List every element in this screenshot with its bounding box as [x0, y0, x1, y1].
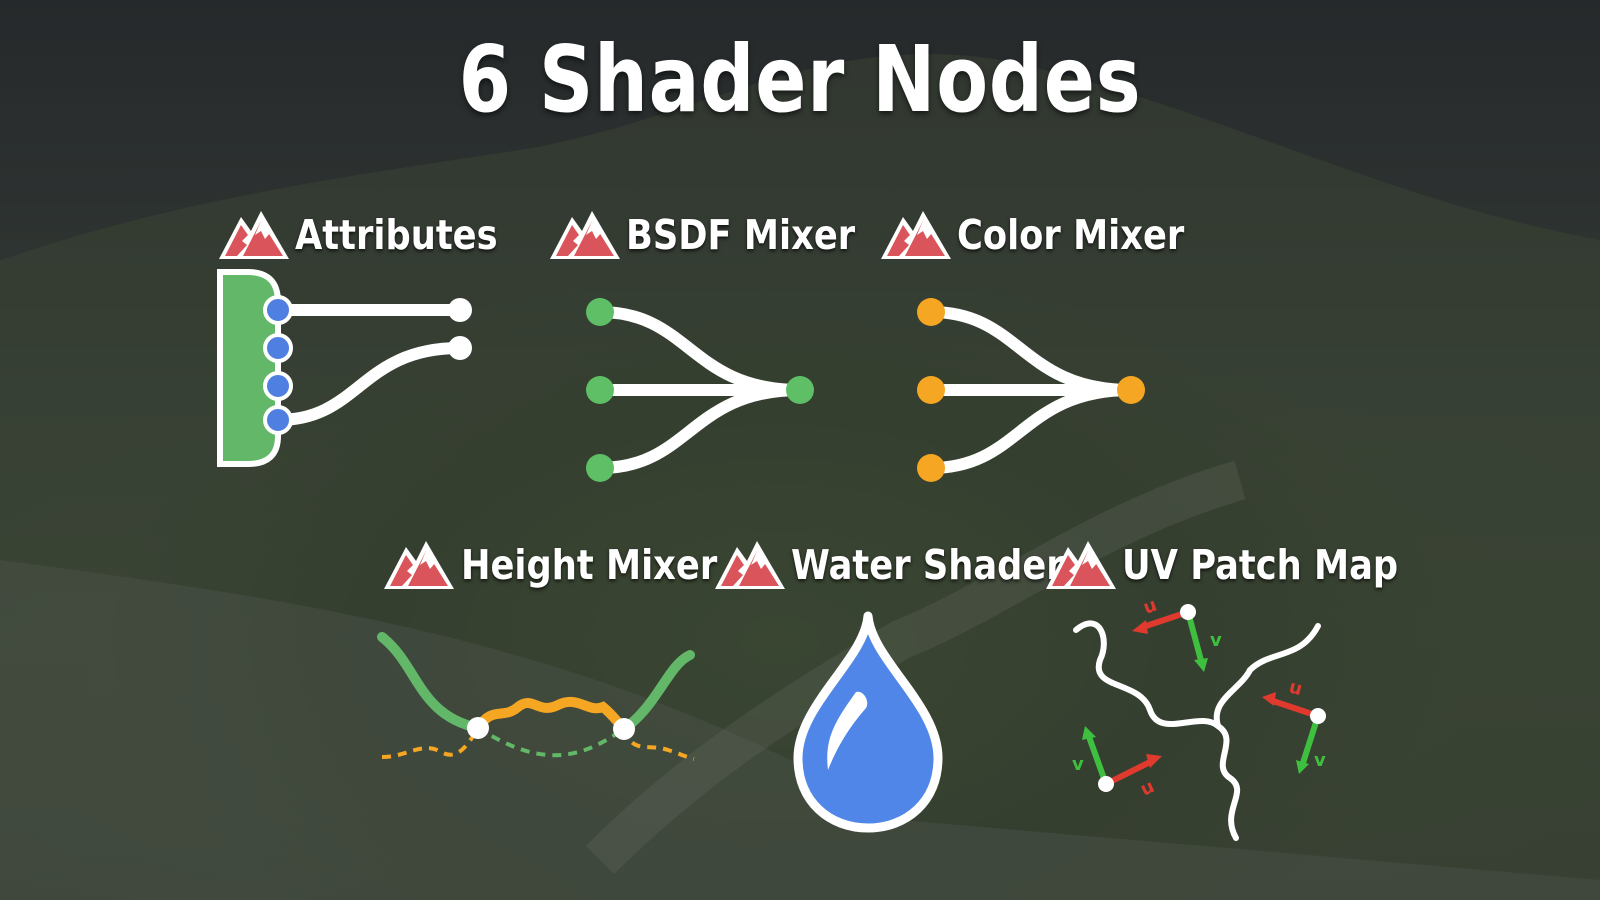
- mountain-logo-icon: [1046, 541, 1116, 589]
- node-label-height-mixer: Height Mixer: [461, 541, 718, 589]
- page-title: 6 Shader Nodes: [458, 26, 1142, 133]
- mountain-logo-icon: [881, 211, 951, 259]
- u-glyph: u: [1137, 776, 1158, 800]
- v-glyph: v: [1210, 630, 1222, 651]
- mountain-logo-icon: [384, 541, 454, 589]
- bsdf-mixer-icon: [586, 298, 814, 482]
- mountain-logo-icon: [715, 541, 785, 589]
- node-label-color-mixer: Color Mixer: [957, 211, 1185, 259]
- node-label-water-shader: Water Shader: [791, 541, 1064, 589]
- attributes-icon: [217, 269, 472, 467]
- v-glyph: v: [1072, 754, 1084, 775]
- v-glyph: v: [1314, 750, 1326, 771]
- mountain-logo-icon: [219, 211, 289, 259]
- uv-patch-map-icon: u v u v u v: [1072, 595, 1326, 841]
- water-drop-icon: [793, 611, 943, 833]
- node-label-bsdf-mixer: BSDF Mixer: [626, 211, 856, 259]
- color-mixer-icon: [917, 298, 1145, 482]
- node-label-attributes: Attributes: [295, 211, 498, 259]
- u-glyph: u: [1287, 677, 1305, 701]
- height-mixer-icon: [377, 632, 695, 761]
- mountain-logo-icon: [550, 211, 620, 259]
- node-label-uv-patch-map: UV Patch Map: [1122, 541, 1399, 589]
